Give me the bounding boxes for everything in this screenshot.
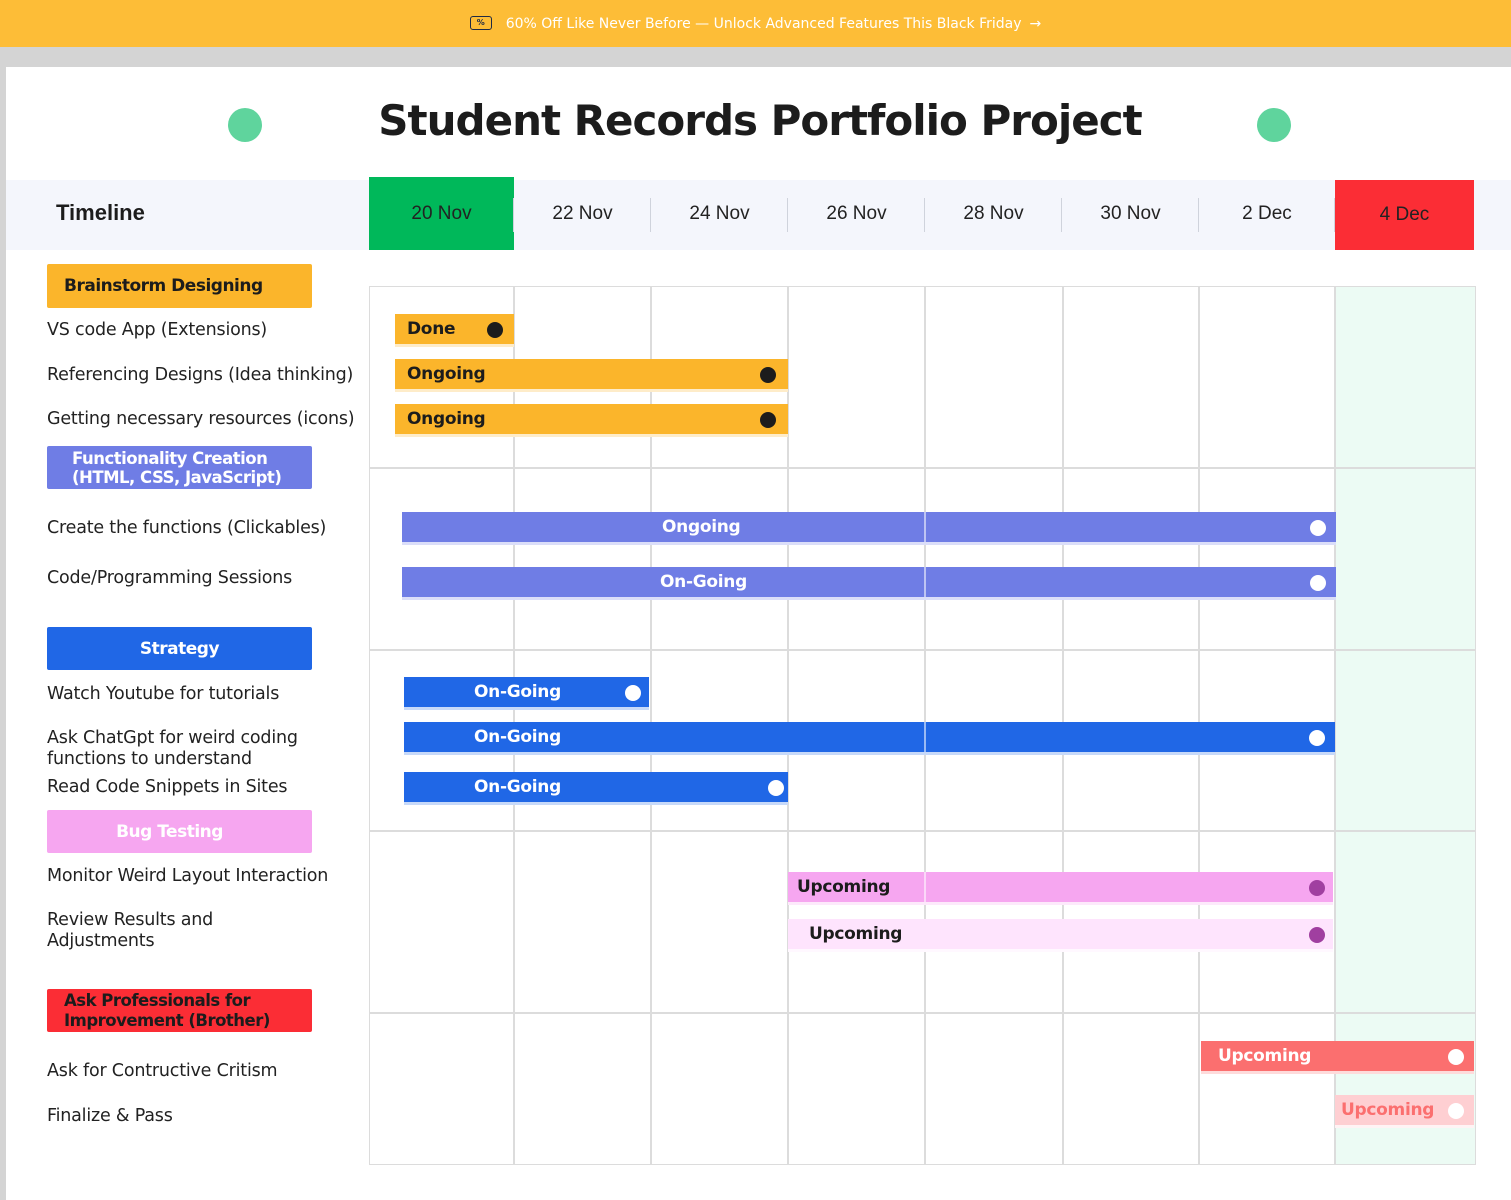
status-dot-icon (1309, 730, 1325, 746)
date-divider (650, 198, 651, 232)
task-bar-ongoing[interactable]: Ongoing (395, 359, 788, 392)
task-bar-ongoing[interactable]: On-Going (404, 677, 649, 710)
promo-banner[interactable]: % 60% Off Like Never Before — Unlock Adv… (0, 0, 1511, 47)
task-bar-ongoing[interactable]: Ongoing (395, 404, 788, 437)
status-dot-icon (1309, 927, 1325, 943)
decorative-dot-left (228, 108, 262, 142)
date-divider (1061, 198, 1062, 232)
page-title: Student Records Portfolio Project (378, 96, 1142, 145)
timeline-label: Timeline (56, 200, 145, 225)
browser-frame-top (0, 47, 1511, 67)
grid-row-line (370, 1012, 1475, 1014)
grid-row-line (370, 649, 1475, 651)
task-label: Code/Programming Sessions (47, 568, 293, 588)
date-header: 26 Nov (826, 202, 887, 224)
task-label: VS code App (Extensions) (47, 320, 268, 340)
date-header: 28 Nov (963, 202, 1024, 224)
task-label: Create the functions (Clickables) (47, 518, 327, 538)
status-dot-icon (760, 412, 776, 428)
task-bar-upcoming[interactable]: Upcoming (1201, 1041, 1474, 1074)
task-label: Monitor Weird Layout Interaction (47, 866, 329, 886)
grid-row-line (370, 467, 1475, 469)
browser-frame-left (0, 67, 6, 1200)
decorative-dot-right (1257, 108, 1291, 142)
status-dot-icon (1309, 880, 1325, 896)
promo-text[interactable]: 60% Off Like Never Before — Unlock Advan… (505, 15, 1022, 32)
task-bar-ongoing[interactable]: On-Going (404, 772, 788, 805)
status-dot-icon (625, 685, 641, 701)
category-strategy[interactable]: Strategy (47, 627, 312, 670)
task-bar-ongoing[interactable]: On-Going (402, 567, 1336, 600)
arrow-right-icon: → (1029, 15, 1042, 32)
task-label: Ask for Contructive Critism (47, 1061, 278, 1081)
category-functionality-creation[interactable]: Functionality Creation (HTML, CSS, JavaS… (47, 446, 312, 489)
date-divider (787, 198, 788, 232)
date-divider (924, 198, 925, 232)
task-label: Getting necessary resources (icons) (47, 409, 355, 429)
date-header: 30 Nov (1100, 202, 1161, 224)
task-bar-upcoming[interactable]: Upcoming (788, 872, 1333, 905)
bar-divider (924, 512, 926, 542)
task-bar-done[interactable]: Done (395, 314, 514, 347)
status-dot-icon (760, 367, 776, 383)
date-header-start: 20 Nov (369, 177, 514, 250)
status-dot-icon (768, 780, 784, 796)
task-bar-upcoming[interactable]: Upcoming (788, 919, 1333, 952)
gantt-grid (369, 286, 1476, 1165)
task-label: Referencing Designs (Idea thinking) (47, 365, 354, 385)
date-header: 24 Nov (689, 202, 750, 224)
bar-divider (924, 567, 926, 597)
date-divider (1198, 198, 1199, 232)
task-bar-ongoing[interactable]: Ongoing (402, 512, 1336, 545)
task-label: Finalize & Pass (47, 1106, 173, 1126)
date-divider (1334, 198, 1335, 232)
category-brainstorm-designing[interactable]: Brainstorm Designing (47, 264, 312, 308)
status-dot-icon (1448, 1049, 1464, 1065)
timeline-header (6, 180, 1511, 250)
task-label: Read Code Snippets in Sites (47, 777, 288, 797)
status-dot-icon (487, 322, 503, 338)
status-dot-icon (1310, 520, 1326, 536)
status-dot-icon (1310, 575, 1326, 591)
category-bug-testing[interactable]: Bug Testing (47, 810, 312, 853)
task-bar-upcoming[interactable]: Upcoming (1335, 1095, 1474, 1128)
date-header-deadline: 4 Dec (1335, 180, 1474, 250)
grid-row-line (370, 830, 1475, 832)
task-bar-ongoing[interactable]: On-Going (404, 722, 1335, 755)
bar-divider (924, 722, 926, 752)
bar-divider (924, 872, 926, 902)
date-header: 2 Dec (1242, 202, 1292, 224)
category-ask-professionals[interactable]: Ask Professionals for Improvement (Broth… (47, 989, 312, 1032)
deadline-column-highlight (1335, 287, 1475, 1164)
task-label: Watch Youtube for tutorials (47, 684, 280, 704)
date-header: 22 Nov (552, 202, 613, 224)
date-divider (513, 198, 514, 232)
status-dot-icon (1448, 1103, 1464, 1119)
discount-tag-icon: % (469, 15, 492, 30)
